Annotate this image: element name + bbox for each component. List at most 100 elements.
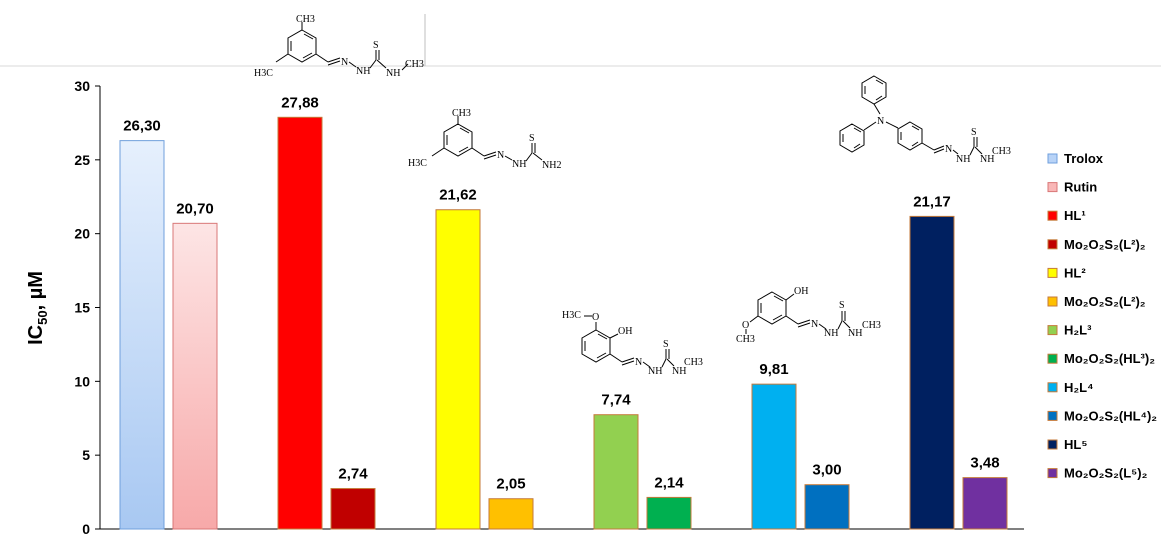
- h2l3-n: N: [635, 357, 642, 368]
- hl5-n-amine: N: [877, 116, 884, 127]
- hl1-nh2: NH: [386, 68, 400, 79]
- bar-8: [646, 496, 692, 530]
- data-label-9: 9,81: [759, 361, 788, 378]
- legend-label-6: Mo₂O₂S₂(L²)₂: [1064, 294, 1146, 309]
- structure-hl5: N N NH S NH CH3: [839, 75, 1011, 165]
- h2l3-nh2: NH: [672, 366, 686, 377]
- y-tick-label: 30: [74, 78, 90, 94]
- structure-h2l4: OH O CH3 N NH S NH CH3: [736, 286, 881, 345]
- structure-h2l3: O H3C OH N NH S NH CH3: [562, 310, 703, 377]
- hl5-nh1: NH: [956, 154, 970, 165]
- h2l3-o: O: [592, 312, 599, 323]
- hl2-n: N: [497, 150, 504, 161]
- data-labels: 26,3020,7027,882,7421,622,057,742,149,81…: [123, 94, 999, 492]
- y-tick-label: 10: [74, 373, 90, 389]
- h2l4-nh2: NH: [848, 328, 862, 339]
- h2l4-ch3: CH3: [736, 334, 755, 345]
- hl5-nh2: NH: [980, 154, 994, 165]
- hl1-ch3-end: CH3: [405, 59, 424, 70]
- legend-label-3: HL¹: [1064, 208, 1086, 223]
- legend-label-2: Rutin: [1064, 180, 1097, 195]
- bar-4: [330, 488, 376, 530]
- legend-label-10: Mo₂O₂S₂(HL⁴)₂: [1064, 408, 1157, 423]
- legend-swatch-4: [1047, 239, 1058, 250]
- data-label-2: 20,70: [176, 200, 214, 217]
- bar-1: [119, 140, 165, 530]
- hl1-s: S: [373, 40, 379, 51]
- legend-swatch-7: [1047, 325, 1058, 336]
- bar-5: [435, 209, 481, 530]
- bar-10: [804, 484, 850, 530]
- h2l3-h3c: H3C: [562, 310, 581, 321]
- data-label-7: 7,74: [601, 392, 631, 409]
- y-axis-label-sub: 50: [35, 310, 50, 324]
- legend-label-9: H₂L⁴: [1064, 380, 1094, 395]
- structure-hl2: CH3 H3C N NH S NH2: [408, 108, 561, 171]
- legend-swatch-9: [1047, 382, 1058, 393]
- hl1-n: N: [341, 57, 348, 68]
- legend-swatch-10: [1047, 410, 1058, 421]
- legend-swatch-6: [1047, 296, 1058, 307]
- hl2-nh: NH: [512, 159, 526, 170]
- hl2-s: S: [529, 133, 535, 144]
- y-tick-label: 5: [82, 447, 90, 463]
- axes: [99, 86, 1024, 530]
- legend-swatch-12: [1047, 468, 1058, 479]
- bar-3: [277, 116, 323, 530]
- data-label-8: 2,14: [654, 474, 684, 491]
- legend-label-5: HL²: [1064, 265, 1086, 280]
- data-label-11: 21,17: [913, 193, 951, 210]
- h2l4-s: S: [839, 300, 845, 311]
- bar-6: [488, 498, 534, 530]
- legend-swatch-5: [1047, 267, 1058, 278]
- bar-7: [593, 414, 639, 530]
- legend-swatch-11: [1047, 439, 1058, 450]
- y-axis-label-unit: , µM: [25, 271, 47, 310]
- data-label-3: 27,88: [281, 94, 319, 111]
- legend-swatch-3: [1047, 210, 1058, 221]
- hl5-n: N: [945, 144, 952, 155]
- legend-swatch-8: [1047, 353, 1058, 364]
- legend-label-4: Mo₂O₂S₂(L²)₂: [1064, 237, 1146, 252]
- y-axis-label-main: IC: [25, 325, 47, 345]
- h2l3-ch3: CH3: [684, 357, 703, 368]
- hl1-ch3: CH3: [296, 14, 315, 25]
- hl2-ch3: CH3: [452, 108, 471, 119]
- legend-label-8: Mo₂O₂S₂(HL³)₂: [1064, 351, 1155, 366]
- y-tick-label: 0: [82, 521, 90, 537]
- h2l3-s: S: [663, 339, 669, 350]
- data-label-4: 2,74: [338, 466, 368, 483]
- bar-11: [909, 215, 955, 530]
- h2l4-ch3-end: CH3: [862, 320, 881, 331]
- hl5-s: S: [971, 127, 977, 138]
- structure-hl1: CH3 H3C N NH S NH CH3: [254, 14, 424, 79]
- h2l3-oh: OH: [618, 326, 632, 337]
- data-label-5: 21,62: [439, 187, 477, 204]
- h2l4-o: O: [742, 320, 749, 331]
- y-tick-label: 25: [74, 152, 90, 168]
- legend-label-12: Mo₂O₂S₂(L⁵)₂: [1064, 466, 1148, 481]
- legend-label-1: Trolox: [1064, 151, 1104, 166]
- bars: [119, 116, 1008, 530]
- data-label-12: 3,48: [970, 455, 999, 472]
- legend-label-11: HL⁵: [1064, 437, 1087, 452]
- h2l4-n: N: [811, 319, 818, 330]
- legend-label-7: H₂L³: [1064, 323, 1092, 338]
- hl5-ch3: CH3: [992, 146, 1011, 157]
- bar-9: [751, 383, 797, 530]
- data-label-6: 2,05: [496, 476, 525, 493]
- h2l4-nh1: NH: [824, 328, 838, 339]
- hl2-nh2: NH2: [542, 160, 561, 171]
- legend-swatch-1: [1047, 153, 1058, 164]
- y-axis-label: IC50, µM: [25, 271, 50, 345]
- y-tick-label: 15: [74, 300, 90, 316]
- data-label-10: 3,00: [812, 462, 841, 479]
- hl1-nh1: NH: [356, 66, 370, 77]
- bar-2: [172, 222, 218, 530]
- h2l3-nh1: NH: [648, 366, 662, 377]
- hl2-h3c: H3C: [408, 158, 427, 169]
- legend-swatch-2: [1047, 182, 1058, 193]
